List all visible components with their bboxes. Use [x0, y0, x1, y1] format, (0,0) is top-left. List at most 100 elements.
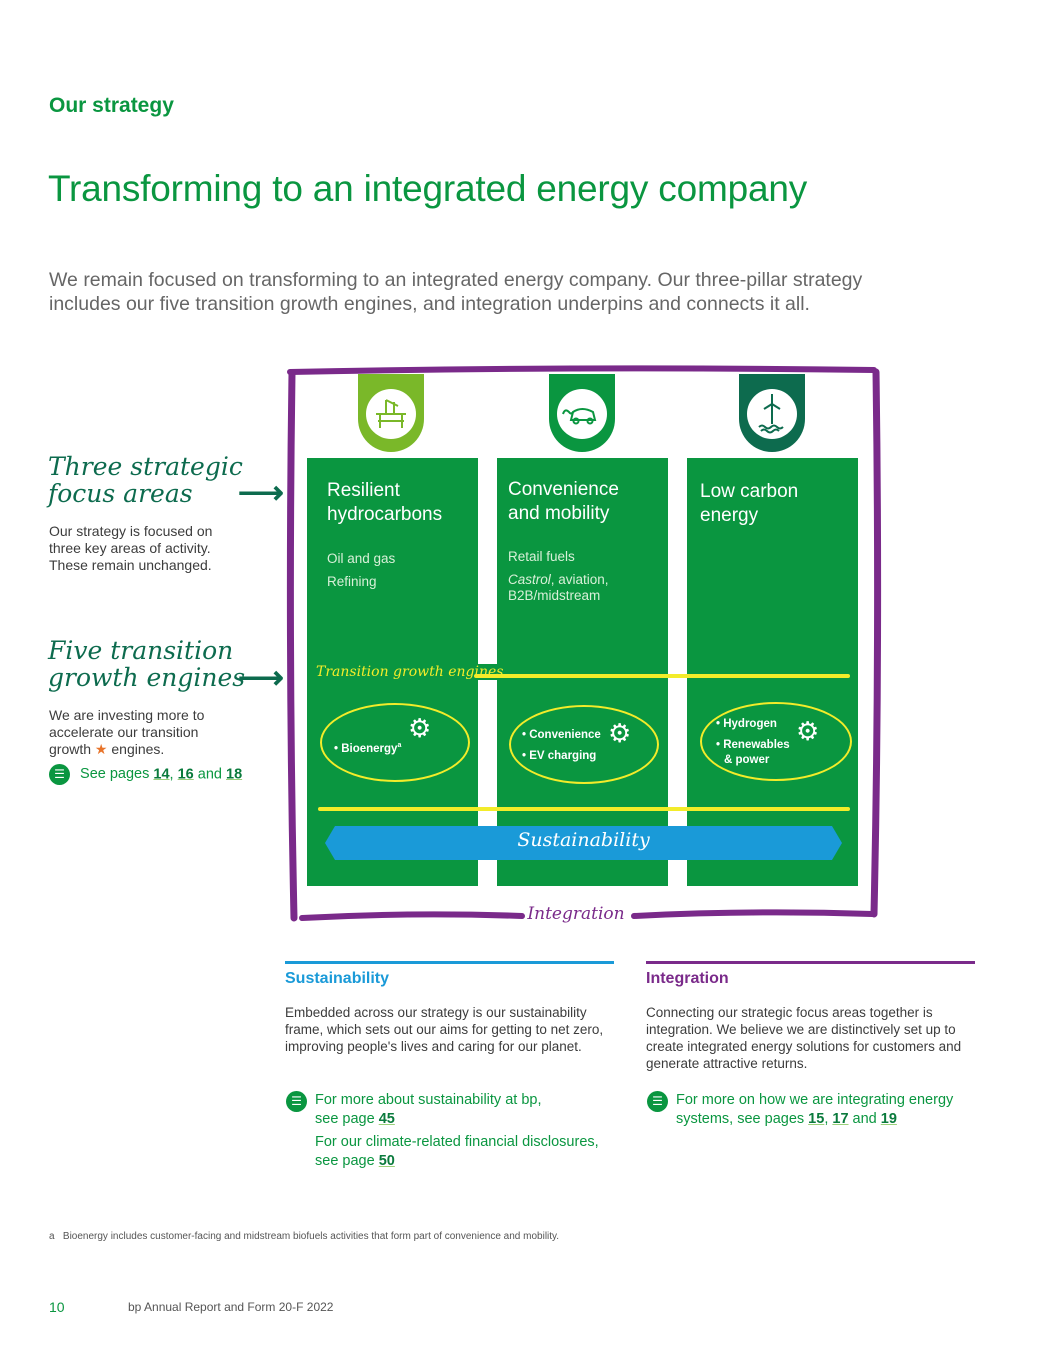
separator: , — [169, 766, 178, 783]
integration-frame — [286, 365, 882, 922]
page-link-50[interactable]: 50 — [378, 1153, 395, 1169]
engine-bioenergy — [320, 703, 470, 782]
see-page-prefix: see page — [315, 1153, 379, 1169]
focus-areas-heading: Three strategic focus areas — [48, 453, 243, 507]
pillar-2-title-line2: and mobility — [508, 503, 610, 524]
ev-charging-engine-item: • EV charging — [522, 750, 597, 762]
renewables-engine-item: • Renewables — [716, 739, 790, 751]
integration-title: Integration — [646, 970, 729, 987]
focus-heading-line1: Three strategic — [48, 452, 243, 481]
sustainability-link[interactable]: For more about sustainability at bp, see… — [315, 1091, 541, 1129]
growth-engines-heading: Five transition growth engines — [48, 637, 245, 691]
pillar-1-sub-2: Refining — [327, 574, 377, 589]
engines-text-part1: We are investing more to accelerate our … — [49, 707, 205, 757]
separator: and — [848, 1111, 881, 1127]
pillar-2-sub-1: Retail fuels — [508, 549, 575, 564]
pillar-3-text: Low carbon energy — [700, 480, 850, 528]
pillar-1-text: Resilient hydrocarbons Oil and gas Refin… — [327, 479, 472, 590]
engines-heading-line1: Five transition — [48, 636, 234, 665]
star-icon: ★ — [94, 741, 108, 757]
footnote: a Bioenergy includes customer-facing and… — [49, 1231, 559, 1242]
engines-text-part2: engines. — [107, 741, 165, 757]
page-title: Transforming to an integrated energy com… — [48, 168, 808, 209]
arrow-right-icon: ⟶ — [238, 659, 284, 695]
page-link-15[interactable]: 15 — [808, 1111, 825, 1127]
pillar-1-title-line1: Resilient — [327, 480, 400, 501]
document-icon: ☰ — [647, 1091, 668, 1112]
gears-icon: ⚙ — [608, 718, 632, 748]
sustainability-bar — [325, 826, 842, 860]
see-pages-prefix: systems, see pages — [676, 1111, 809, 1127]
intro-paragraph: We remain focused on transforming to an … — [49, 269, 863, 315]
integration-label: Integration — [527, 904, 625, 924]
engines-band-label: Transition growth engines — [313, 664, 507, 680]
separator: and — [193, 766, 226, 783]
focus-heading-line2: focus areas — [48, 479, 193, 508]
badge-low-carbon — [739, 374, 805, 452]
engines-bottom-line — [318, 807, 850, 811]
pillar-2-text: Convenience and mobility Retail fuels Ca… — [508, 478, 658, 604]
engines-band-line — [474, 674, 850, 678]
see-page-prefix: see page — [315, 1111, 379, 1127]
engine-convenience — [509, 705, 659, 784]
engines-heading-line2: growth engines — [48, 663, 246, 692]
page-link-14[interactable]: 14 — [153, 766, 170, 783]
pillar-1-sub-1: Oil and gas — [327, 551, 396, 566]
ev-car-icon — [557, 389, 607, 439]
page-number: 10 — [49, 1299, 65, 1315]
pillar-1-title-line2: hydrocarbons — [327, 504, 443, 525]
integration-body: Connecting our strategic focus areas tog… — [646, 1005, 962, 1071]
bioenergy-text: • Bioenergy — [334, 742, 398, 755]
engine-low-carbon-labels: • Hydrogen • Renewables & power — [716, 716, 790, 767]
gears-icon: ⚙ — [796, 716, 820, 746]
arrow-right-icon: ⟶ — [238, 474, 284, 510]
footnote-text: Bioenergy includes customer-facing and m… — [62, 1231, 560, 1242]
document-icon: ☰ — [49, 764, 70, 785]
document-icon: ☰ — [286, 1091, 307, 1112]
oil-platform-icon — [366, 389, 416, 439]
sustainability-title: Sustainability — [285, 970, 390, 987]
hydrogen-engine-item: • Hydrogen — [716, 718, 777, 730]
report-name: bp Annual Report and Form 20-F 2022 — [128, 1300, 334, 1314]
integration-link[interactable]: For more on how we are integrating energ… — [676, 1091, 953, 1129]
see-pages-link[interactable]: ☰ See pages 14, 16 and 18 — [49, 764, 242, 785]
badge-hydrocarbons — [358, 374, 424, 452]
integration-link-line1: For more on how we are integrating energ… — [676, 1092, 954, 1108]
see-pages-prefix: See pages — [80, 766, 154, 783]
pillar-convenience-mobility — [497, 458, 668, 886]
convenience-engine-item: • Convenience — [522, 729, 601, 741]
pillar-3-title-line1: Low carbon — [700, 481, 799, 502]
page-link-18[interactable]: 18 — [226, 766, 243, 783]
page-link-45[interactable]: 45 — [378, 1111, 395, 1127]
pillar-2-sub-2-rest: , aviation, — [550, 572, 609, 587]
footnote-marker: a — [397, 742, 402, 749]
integration-rule — [646, 961, 975, 964]
page-link-17[interactable]: 17 — [832, 1111, 849, 1127]
footnote-marker: a — [49, 1231, 55, 1242]
page-link-16[interactable]: 16 — [177, 766, 194, 783]
engine-low-carbon — [700, 702, 852, 781]
pillar-2-title-line1: Convenience — [508, 479, 619, 500]
sustainability-rule — [285, 961, 614, 964]
castrol-brand: Castrol — [508, 572, 551, 587]
climate-disclosures-link[interactable]: For our climate-related financial disclo… — [315, 1133, 599, 1171]
badge-convenience — [549, 374, 615, 452]
renewables-engine-item-cont: & power — [724, 754, 770, 766]
pillar-low-carbon-energy — [687, 458, 858, 886]
wind-turbine-icon — [747, 389, 797, 439]
climate-link-line1: For our climate-related financial disclo… — [315, 1134, 599, 1150]
sustainability-bar-label: Sustainability — [517, 829, 650, 851]
focus-areas-text: Our strategy is focused on three key are… — [49, 523, 213, 573]
growth-engines-text: We are investing more to accelerate our … — [49, 707, 219, 758]
pillar-2-sub-3: B2B/midstream — [508, 588, 601, 603]
pillar-3-title-line2: energy — [700, 505, 759, 526]
section-label: Our strategy — [49, 94, 174, 117]
page-link-19[interactable]: 19 — [880, 1111, 897, 1127]
pillar-2-sub-2: Castrol, aviation, — [508, 572, 658, 588]
sustainability-link-line1: For more about sustainability at bp, — [315, 1092, 542, 1108]
sustainability-body: Embedded across our strategy is our sust… — [285, 1005, 604, 1054]
engine-bioenergy-label: • Bioenergya — [334, 735, 401, 760]
separator: , — [824, 1111, 833, 1127]
gears-icon: ⚙ — [408, 713, 432, 743]
engine-convenience-labels: • Convenience • EV charging — [522, 725, 601, 767]
